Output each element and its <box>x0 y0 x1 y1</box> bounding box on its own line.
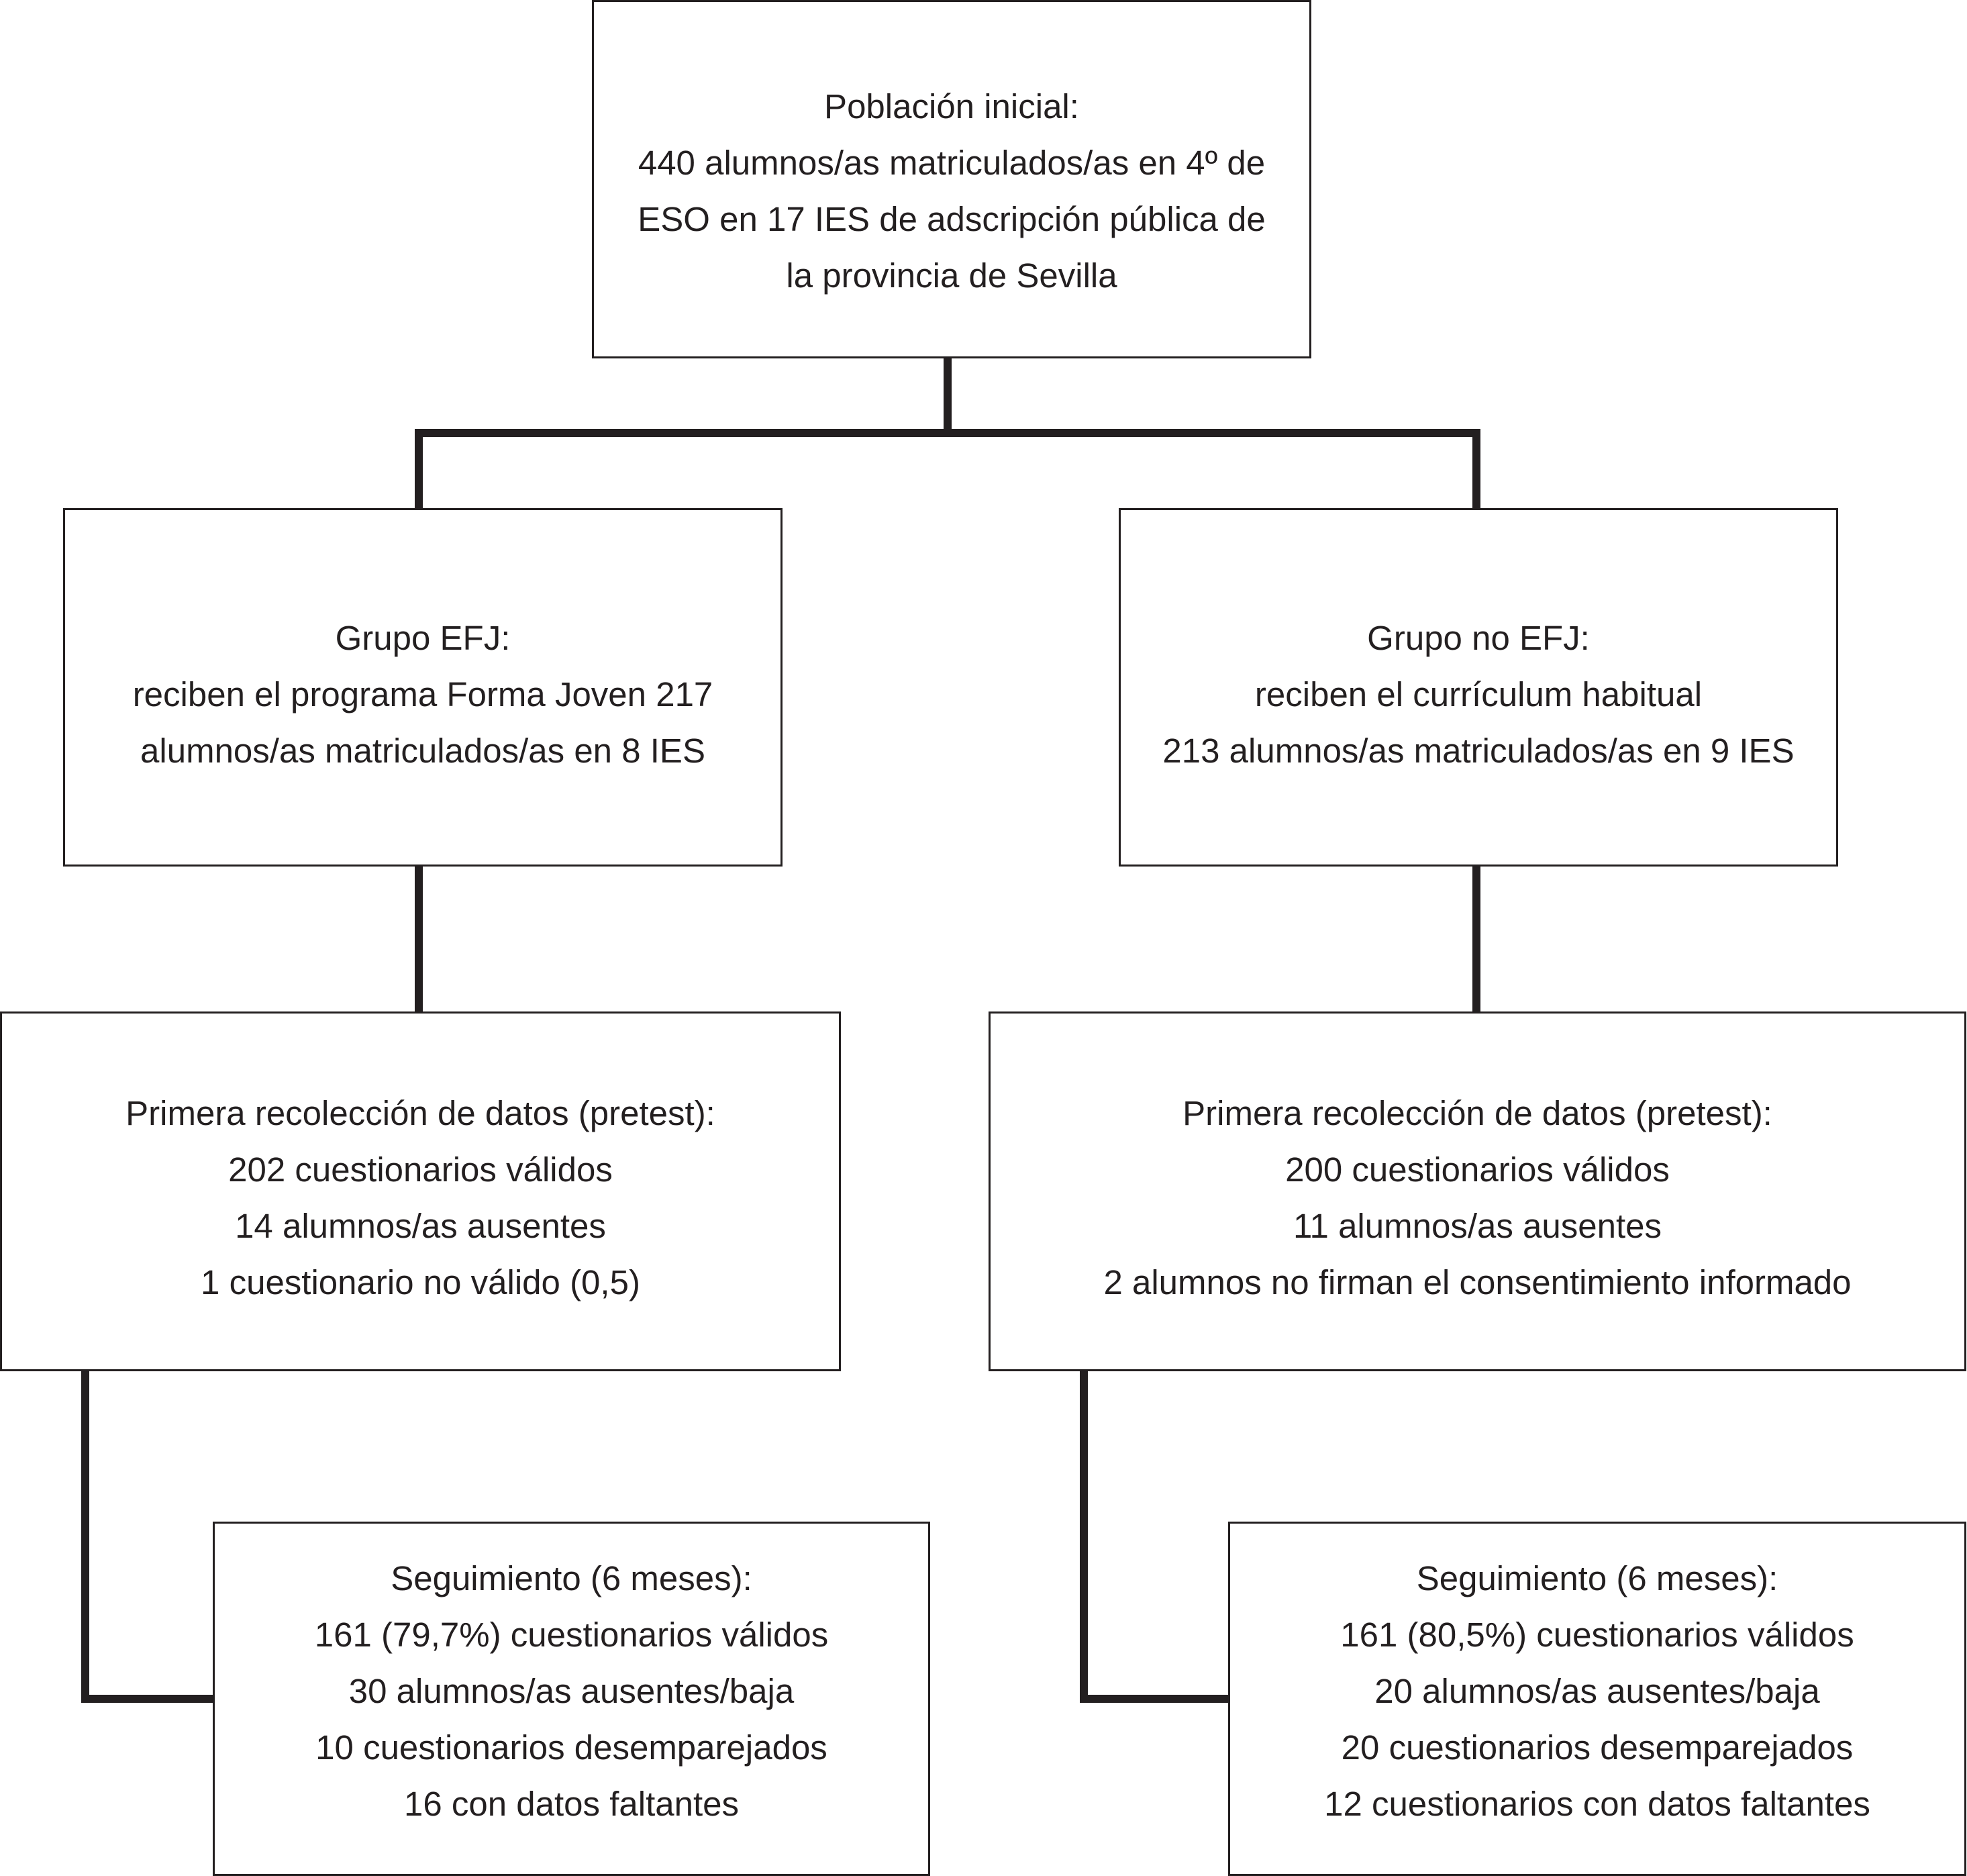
followup-noefj-line-1: 161 (80,5%) cuestionarios válidos <box>1340 1616 1854 1654</box>
group-noefj-line-1: reciben el currículum habitual <box>1254 675 1703 713</box>
pretest-noefj-title: Primera recolección de datos (pretest): <box>1182 1094 1772 1132</box>
pretest-efj-box: Primera recolección de datos (pretest): … <box>0 1011 841 1371</box>
group-efj-box: Grupo EFJ: reciben el programa Forma Jov… <box>63 508 783 867</box>
followup-noefj-line-4: 12 cuestionarios con datos faltantes <box>1324 1785 1870 1823</box>
followup-efj-line-1: 161 (79,7%) cuestionarios válidos <box>314 1616 829 1654</box>
pretest-efj-title: Primera recolección de datos (pretest): <box>125 1094 715 1132</box>
initial-line-3: la provincia de Sevilla <box>786 256 1117 295</box>
group-noefj-text: Grupo no EFJ: reciben el currículum habi… <box>1121 610 1836 779</box>
pretest-efj-line-2: 14 alumnos/as ausentes <box>235 1207 606 1245</box>
group-noefj-title: Grupo no EFJ: <box>1367 619 1590 657</box>
pretest-noefj-line-2: 11 alumnos/as ausentes <box>1293 1207 1662 1245</box>
initial-line-2: ESO en 17 IES de adscripción pública de <box>638 200 1266 238</box>
followup-efj-line-2: 30 alumnos/as ausentes/baja <box>348 1672 795 1710</box>
initial-population-text: Población inicial: 440 alumnos/as matric… <box>594 79 1309 304</box>
initial-title: Población inicial: <box>824 87 1079 126</box>
pretest-efj-line-3: 1 cuestionario no válido (0,5) <box>201 1263 640 1301</box>
followup-noefj-line-2: 20 alumnos/as ausentes/baja <box>1374 1672 1820 1710</box>
pretest-noefj-text: Primera recolección de datos (pretest): … <box>991 1085 1964 1311</box>
group-efj-text: Grupo EFJ: reciben el programa Forma Jov… <box>65 610 780 779</box>
pretest-efj-text: Primera recolección de datos (pretest): … <box>2 1085 839 1311</box>
followup-noefj-title: Seguimiento (6 meses): <box>1416 1559 1778 1597</box>
followup-efj-line-3: 10 cuestionarios desemparejados <box>315 1728 827 1767</box>
followup-efj-title: Seguimiento (6 meses): <box>391 1559 752 1597</box>
pretest-noefj-line-3: 2 alumnos no firman el consentimiento in… <box>1103 1263 1852 1301</box>
pretest-noefj-line-1: 200 cuestionarios válidos <box>1285 1150 1670 1189</box>
group-noefj-line-2: 213 alumnos/as matriculados/as en 9 IES <box>1162 732 1795 770</box>
pretest-noefj-box: Primera recolección de datos (pretest): … <box>989 1011 1966 1371</box>
followup-noefj-line-3: 20 cuestionarios desemparejados <box>1341 1728 1854 1767</box>
followup-efj-line-4: 16 con datos faltantes <box>403 1785 740 1823</box>
pretest-efj-line-1: 202 cuestionarios válidos <box>228 1150 613 1189</box>
followup-noefj-box: Seguimiento (6 meses): 161 (80,5%) cuest… <box>1228 1522 1966 1876</box>
group-efj-title: Grupo EFJ: <box>335 619 511 657</box>
group-efj-line-1: reciben el programa Forma Joven 217 <box>132 675 713 713</box>
followup-efj-text: Seguimiento (6 meses): 161 (79,7%) cuest… <box>215 1550 928 1832</box>
followup-efj-box: Seguimiento (6 meses): 161 (79,7%) cuest… <box>213 1522 930 1876</box>
initial-population-box: Población inicial: 440 alumnos/as matric… <box>592 0 1311 358</box>
group-efj-line-2: alumnos/as matriculados/as en 8 IES <box>140 732 705 770</box>
initial-line-1: 440 alumnos/as matriculados/as en 4º de <box>638 144 1266 182</box>
group-noefj-box: Grupo no EFJ: reciben el currículum habi… <box>1119 508 1838 867</box>
followup-noefj-text: Seguimiento (6 meses): 161 (80,5%) cuest… <box>1230 1550 1964 1832</box>
